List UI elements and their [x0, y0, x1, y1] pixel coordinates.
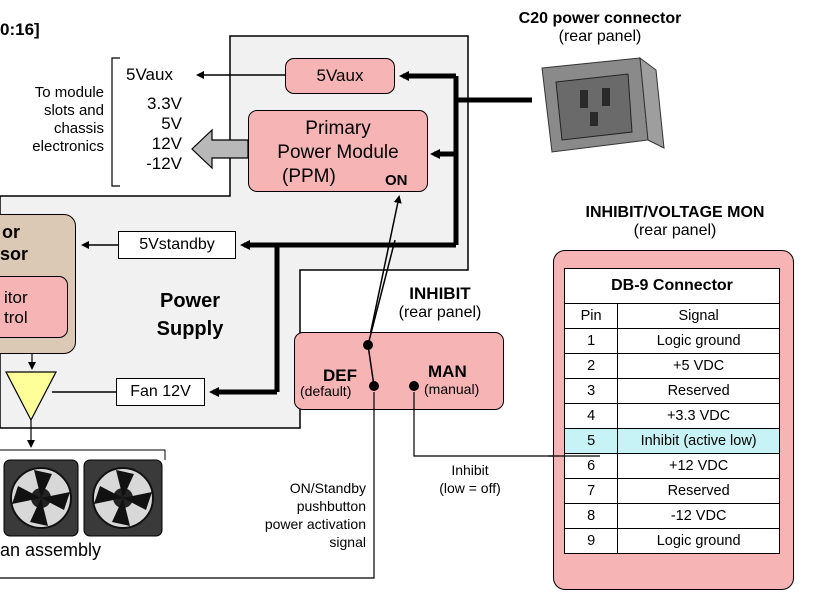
monitor-control-box	[0, 276, 68, 338]
ppm-line-3: (PPM)	[282, 166, 336, 187]
db9-row: 8-12 VDC	[563, 503, 780, 529]
supply-line-2: Supply	[156, 318, 224, 340]
db9-title: DB-9 Connector	[564, 268, 780, 304]
inhibit-line	[410, 390, 588, 457]
db9-col-pin: Pin	[563, 303, 619, 329]
fan-icon-2	[83, 459, 163, 537]
to-module-line-4: electronics	[32, 138, 104, 155]
c20-subtitle: (rear panel)	[558, 28, 642, 45]
fan-assembly-label: an assembly	[0, 540, 102, 560]
ppm-line-2: Power Module	[277, 142, 399, 163]
db9-pin-cell: 9	[563, 528, 619, 554]
on-standby-note-4: signal	[329, 534, 366, 550]
db9-signal-cell: Logic ground	[617, 328, 780, 354]
c20-title: C20 power connector	[518, 10, 682, 27]
fan-amp-triangle	[5, 371, 57, 422]
aux-box-label: 5Vaux	[316, 66, 364, 85]
partial-monitor-2: trol	[4, 308, 28, 327]
standby-box: 5Vstandby	[118, 231, 236, 259]
rails-bracket	[111, 57, 120, 187]
fan12-box: Fan 12V	[116, 378, 205, 406]
partial-monitor-1: itor	[4, 288, 28, 307]
mon-subtitle: (rear panel)	[633, 222, 717, 239]
supply-line-1: Power	[159, 290, 221, 312]
db9-pin-cell: 2	[563, 353, 619, 379]
db9-pin-cell: 4	[563, 403, 619, 429]
ppm-on-label: ON	[385, 172, 408, 189]
to-module-line-2: slots and	[43, 102, 104, 119]
rail-minus12v: -12V	[146, 154, 182, 173]
to-module-line-3: chassis	[53, 120, 104, 137]
inhibit-note-2: (low = off)	[439, 480, 501, 496]
mon-title: INHIBIT/VOLTAGE MON	[585, 204, 765, 221]
db9-pin-cell: 1	[563, 328, 619, 354]
on-signal-line	[367, 195, 402, 346]
db9-signal-cell: Logic ground	[617, 528, 780, 554]
man-sub-label: (manual)	[424, 381, 480, 397]
rail-5v: 5V	[161, 114, 182, 133]
db9-signal-cell: Reserved	[617, 478, 780, 504]
db9-signal-cell: Inhibit (active low)	[617, 428, 780, 454]
ppm-box	[248, 110, 428, 192]
to-module-line-1: To module	[34, 84, 104, 101]
on-standby-line	[0, 390, 378, 579]
on-standby-note-1: ON/Standby	[289, 480, 366, 496]
db9-signal-cell: Reserved	[617, 378, 780, 404]
rail-12v: 12V	[151, 134, 182, 153]
inhibit-note-1: Inhibit	[451, 462, 489, 478]
c20-connector-icon	[541, 56, 665, 153]
partial-label-2: sor	[0, 244, 29, 264]
partial-title: 0:16]	[0, 20, 40, 39]
aux-box: 5Vaux	[285, 58, 395, 94]
fan-icon-1	[3, 459, 79, 537]
def-sub-label: (default)	[300, 383, 352, 399]
ppm-line-1: Primary	[305, 118, 371, 139]
def-label: DEF	[323, 366, 357, 385]
ppm-output-arrow	[191, 128, 249, 170]
fan-bracket	[0, 449, 166, 460]
aux-out-label: 5Vaux	[126, 65, 173, 84]
db9-pin-cell: 5	[563, 428, 619, 454]
on-standby-note-3: power activation	[264, 516, 366, 532]
inhibit-title: INHIBIT	[409, 284, 471, 303]
on-standby-note-2: pushbutton	[296, 498, 366, 514]
standby-label: 5Vstandby	[139, 236, 215, 253]
db9-row: 2+5 VDC	[563, 353, 780, 379]
fan12-label: Fan 12V	[130, 383, 191, 400]
man-label: MAN	[428, 362, 467, 381]
inhibit-subtitle: (rear panel)	[398, 304, 482, 321]
rail-3v3: 3.3V	[147, 94, 182, 113]
partial-label-1: or	[2, 222, 20, 242]
inhibit-switch-box	[294, 332, 504, 410]
